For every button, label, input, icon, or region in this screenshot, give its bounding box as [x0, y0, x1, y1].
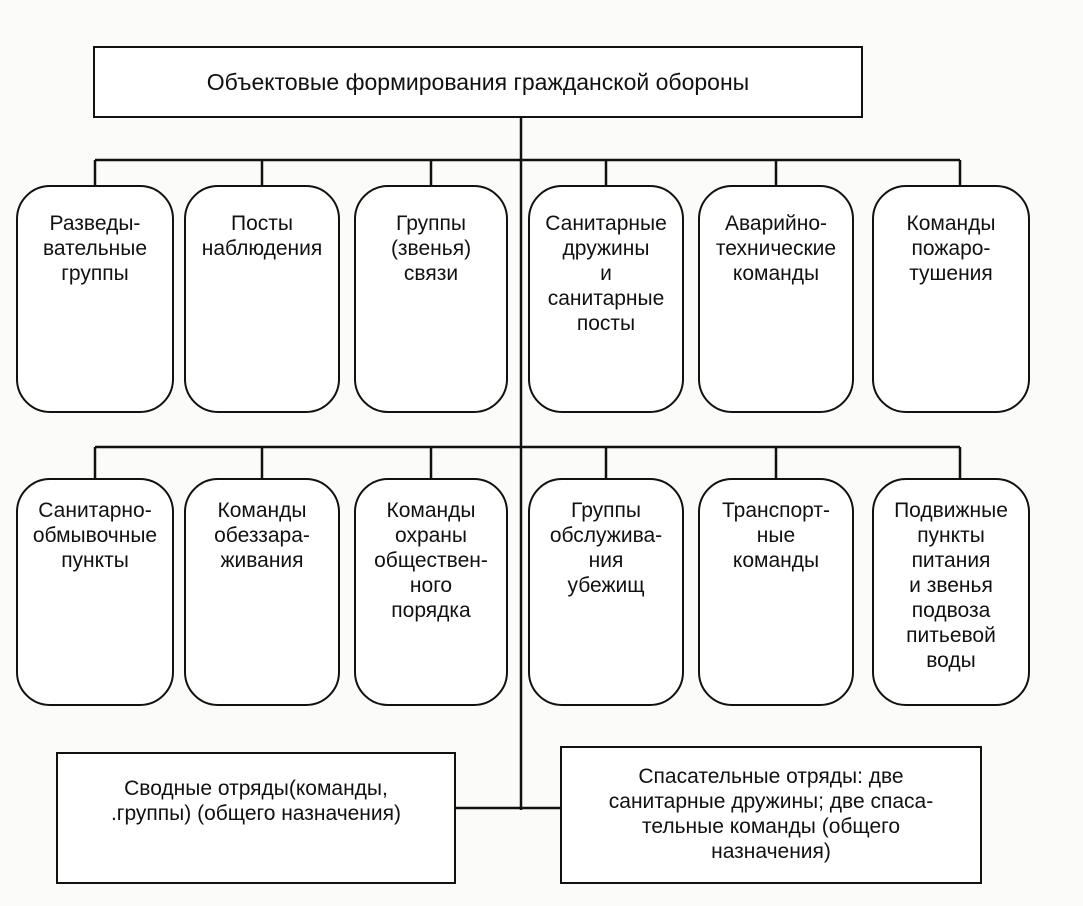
row1-label-2: Посты наблюдения	[201, 212, 323, 260]
bottom-right-text: Спасательные отряды: две санитарные друж…	[608, 765, 934, 863]
row1-box-3: Группы (звенья) связи	[354, 185, 508, 413]
row1-box-1: Разведы- вательные группы	[16, 185, 174, 413]
row1-box-4: Санитарные дружины и санитарные посты	[528, 185, 684, 413]
row2-box-6: Подвижные пункты питания и звенья подвоз…	[872, 478, 1030, 706]
row1-label-5: Аварийно- технические команды	[715, 212, 837, 285]
row1-box-5: Аварийно- технические команды	[698, 185, 854, 413]
row2-label-2: Команды обеззара- живания	[214, 499, 310, 572]
row2-label-4: Группы обслужива- ния убежищ	[549, 499, 663, 597]
row2-label-1: Санитарно- обмывочные пункты	[32, 499, 158, 572]
bottom-left-box: Сводные отряды(команды, .группы) (общего…	[56, 752, 456, 884]
row1-box-6: Команды пожаро- тушения	[872, 185, 1030, 413]
title-box: Объектовые формирования гражданской обор…	[93, 46, 863, 118]
row1-label-4: Санитарные дружины и санитарные посты	[545, 212, 667, 335]
row2-box-3: Команды охраны обществен- ного порядка	[354, 478, 508, 706]
row1-label-3: Группы (звенья) связи	[390, 212, 472, 285]
row2-label-6: Подвижные пункты питания и звенья подвоз…	[894, 499, 1008, 672]
row1-label-6: Команды пожаро- тушения	[906, 212, 996, 285]
row2-label-5: Транспорт- ные команды	[722, 499, 830, 572]
title-text: Объектовые формирования гражданской обор…	[206, 68, 750, 95]
row2-label-3: Команды охраны обществен- ного порядка	[374, 499, 488, 622]
bottom-right-box: Спасательные отряды: две санитарные друж…	[560, 746, 982, 884]
row1-box-2: Посты наблюдения	[184, 185, 340, 413]
row1-label-1: Разведы- вательные группы	[42, 212, 148, 285]
row2-box-1: Санитарно- обмывочные пункты	[16, 478, 174, 706]
row2-box-2: Команды обеззара- живания	[184, 478, 340, 706]
bottom-left-text: Сводные отряды(команды, .группы) (общего…	[110, 777, 402, 825]
row2-box-4: Группы обслужива- ния убежищ	[528, 478, 684, 706]
row2-box-5: Транспорт- ные команды	[698, 478, 854, 706]
